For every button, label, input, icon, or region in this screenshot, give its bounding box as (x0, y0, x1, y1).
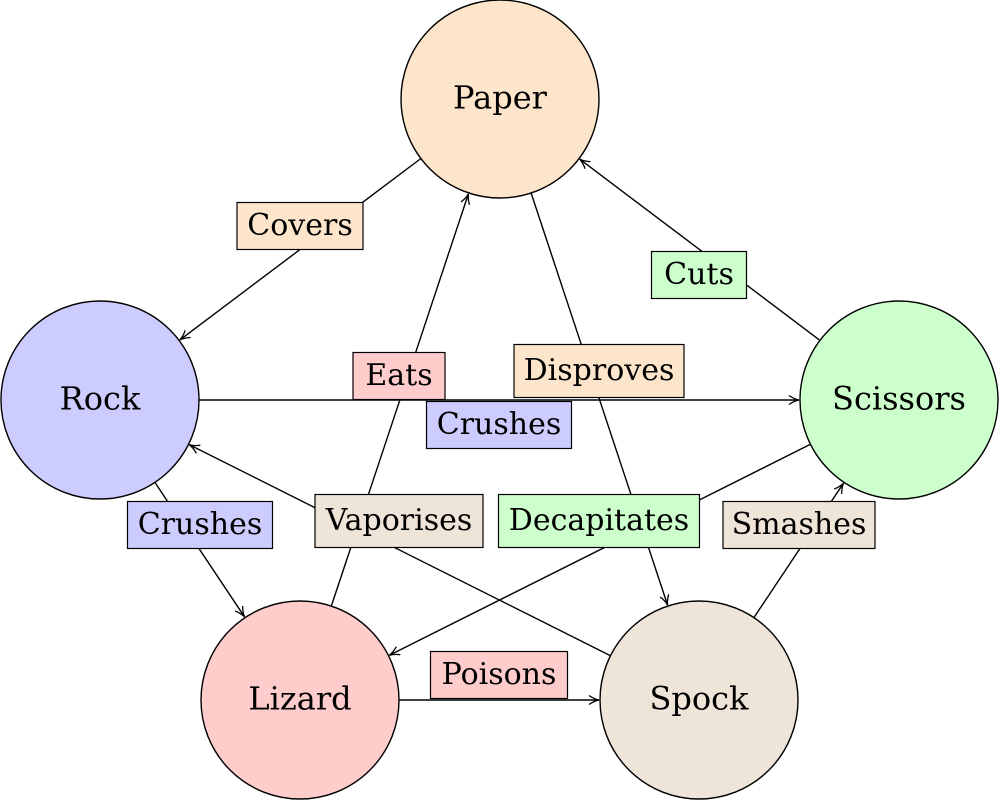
edge-label-poisons-lizard-spock: Poisons (429, 650, 569, 700)
edge-spock-to-rock (188, 444, 611, 657)
node-scissors: Scissors (799, 300, 999, 500)
edge-label-text: Poisons (442, 657, 557, 692)
node-rock: Rock (0, 300, 200, 500)
node-rock-label: Rock (60, 380, 141, 418)
edge-label-box (513, 343, 685, 399)
edge-label-text: Cuts (664, 257, 734, 292)
edge-label-text: Crushes (138, 507, 262, 542)
edge-label-box (236, 201, 364, 251)
edge-label-text: Disproves (524, 353, 675, 388)
edge-label-box (429, 650, 569, 700)
edge-label-box (425, 400, 573, 450)
edge-label-decapitates-scissors-lizard: Decapitates (497, 493, 701, 549)
edge-label-box (650, 250, 748, 300)
edge-label-vaporises-spock-rock: Vaporises (314, 493, 484, 549)
edge-label-box (314, 493, 484, 549)
edge-label-crushes-rock-scissors: Crushes (425, 400, 573, 450)
node-paper: Paper (400, 0, 600, 199)
edge-scissors-to-paper (579, 158, 821, 341)
node-scissors-circle (799, 300, 999, 500)
edge-label-eats-lizard-paper: Eats (352, 351, 446, 401)
edge-label-text: Vaporises (325, 503, 473, 538)
node-paper-label: Paper (453, 79, 548, 117)
node-paper-circle (400, 0, 600, 199)
node-spock-label: Spock (650, 680, 750, 718)
edge-label-text: Crushes (437, 407, 561, 442)
edge-label-text: Decapitates (509, 503, 689, 538)
edge-label-smashes-spock-scissors: Smashes (722, 500, 876, 550)
edge-label-crushes-rock-lizard: Crushes (126, 500, 274, 550)
node-spock-circle (599, 600, 799, 800)
edge-label-disproves-paper-spock: Disproves (513, 343, 685, 399)
node-lizard: Lizard (200, 600, 400, 800)
node-rock-circle (0, 300, 200, 500)
edge-label-text: Smashes (732, 507, 867, 542)
node-lizard-circle (200, 600, 400, 800)
node-lizard-label: Lizard (248, 680, 351, 718)
edge-scissors-to-lizard (388, 443, 811, 656)
node-spock: Spock (599, 600, 799, 800)
edge-label-box (126, 500, 274, 550)
edge-label-box (722, 500, 876, 550)
edge-label-box (497, 493, 701, 549)
edge-label-text: Eats (365, 358, 432, 393)
node-scissors-label: Scissors (832, 380, 966, 418)
edge-label-text: Covers (247, 208, 352, 243)
edge-label-cuts-scissors-paper: Cuts (650, 250, 748, 300)
edge-label-box (352, 351, 446, 401)
edge-label-covers-paper-rock: Covers (236, 201, 364, 251)
